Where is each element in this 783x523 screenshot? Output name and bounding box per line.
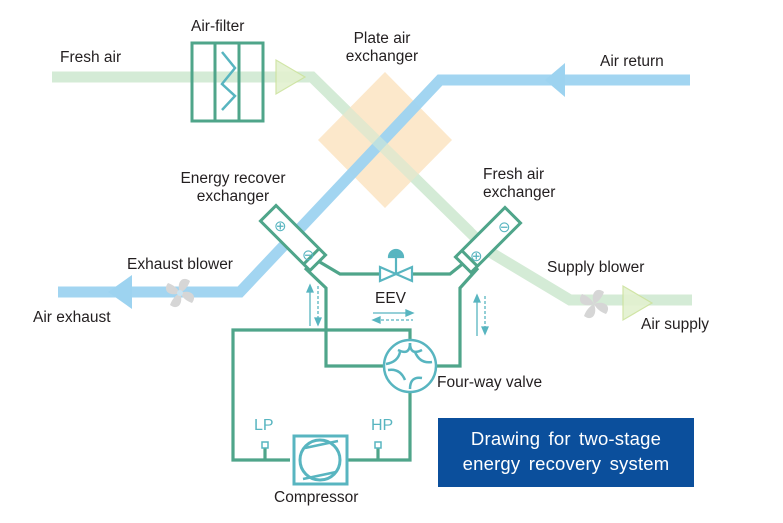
energy-recover-exchanger-label: Energy recover exchanger	[168, 170, 298, 206]
fresh-air-arrow-icon	[275, 58, 307, 96]
supply-blower-label: Supply blower	[547, 259, 645, 276]
fresh-air-exchanger-label-line2: exchanger	[483, 183, 556, 201]
fresh-air-exchanger-label-line1: Fresh air	[483, 166, 545, 183]
caption-box: Drawing for two-stage energy recovery sy…	[438, 418, 694, 487]
compressor-label: Compressor	[274, 489, 359, 506]
exhaust-blower-label: Exhaust blower	[127, 256, 233, 273]
caption-line2: energy recovery system	[462, 453, 670, 474]
compressor-icon	[292, 434, 349, 486]
lp-sensor-icon	[261, 441, 269, 449]
air-filter-label: Air-filter	[191, 18, 245, 35]
eev-label: EEV	[375, 290, 407, 307]
four-way-valve-icon	[382, 338, 438, 394]
plate-air-exchanger-label-line2: exchanger	[345, 47, 419, 65]
energy-recover-exchanger-label-line1: Energy recover	[180, 170, 286, 187]
energy-recover-exchanger-label-line2: exchanger	[196, 187, 270, 205]
air-filter-icon	[190, 41, 265, 123]
energy-recover-minus-icon: ⊖	[302, 247, 315, 264]
fresh-air-exchanger-icon	[453, 205, 523, 275]
four-way-valve-label: Four-way valve	[437, 374, 543, 391]
eev-valve-icon	[378, 248, 414, 283]
caption-line1: Drawing for two-stage	[470, 428, 662, 449]
energy-recover-plus-icon: ⊕	[274, 218, 287, 235]
plate-air-exchanger-label: Plate air exchanger	[334, 30, 430, 66]
fresh-air-label: Fresh air	[60, 49, 122, 66]
plate-air-exchanger-label-line1: Plate air	[353, 30, 411, 47]
exhaust-blower-fan-icon	[165, 278, 195, 308]
fresh-air-exchanger-label: Fresh air exchanger	[483, 166, 555, 202]
refrigerant-piping	[231, 256, 480, 462]
fresh-air-duct-overlay	[326, 91, 474, 236]
air-supply-label: Air supply	[641, 316, 710, 333]
air-exhaust-label: Air exhaust	[33, 309, 111, 326]
air-supply-arrow-icon	[622, 284, 654, 322]
fresh-air-exchanger-plus-icon: ⊕	[470, 248, 483, 265]
fresh-air-exchanger-minus-icon: ⊖	[498, 219, 511, 236]
supply-blower-fan-icon	[579, 289, 609, 319]
air-return-label: Air return	[600, 53, 664, 70]
hp-label: HP	[371, 417, 394, 434]
flow-direction-arrows	[306, 283, 489, 336]
hp-sensor-icon	[374, 441, 382, 449]
air-return-arrow-icon	[545, 63, 565, 97]
air-exhaust-arrow-icon	[108, 275, 132, 309]
energy-recover-exchanger-icon	[258, 203, 328, 273]
lp-label: LP	[254, 417, 274, 434]
